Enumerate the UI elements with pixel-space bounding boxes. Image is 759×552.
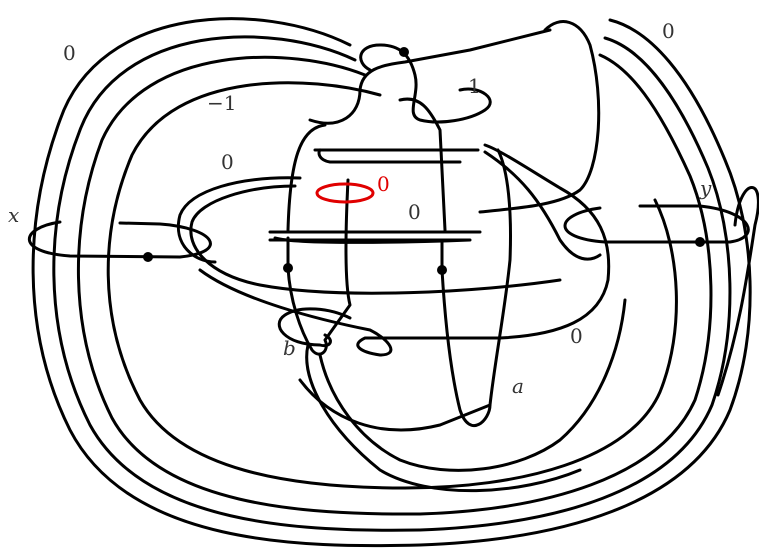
dot-y-node [695, 237, 705, 247]
vertical-ring-left [315, 150, 478, 162]
outer-loop-3 [78, 55, 711, 514]
label-one: 1 [468, 74, 481, 98]
lower-band-path [200, 145, 609, 355]
lower-band [200, 145, 609, 355]
label-lower-right-zero: 0 [570, 324, 583, 348]
inner-loop-4 [108, 83, 676, 488]
dot-x-node [143, 252, 153, 262]
red-meridian-ring [317, 184, 373, 202]
center-band-long [270, 232, 480, 242]
label-y: y [699, 176, 712, 200]
top-twist-c [400, 99, 445, 230]
label-top-right-zero: 0 [662, 19, 675, 43]
label-mid-left-zero: 0 [221, 150, 234, 174]
lower-cross-2 [300, 380, 490, 430]
outer-loops [33, 19, 750, 546]
center-band-tail [480, 22, 599, 212]
top-twist-d [288, 125, 325, 230]
dot-top-node [399, 47, 409, 57]
outer-loop-1 [33, 19, 750, 546]
center-band [178, 22, 598, 294]
label-center-zero: 0 [408, 200, 421, 224]
b-strand [288, 180, 350, 354]
label-a: a [512, 374, 524, 398]
label-minus-one: −1 [207, 91, 236, 115]
dot-a-node [437, 265, 447, 275]
label-x: x [8, 203, 19, 227]
label-b: b [283, 336, 296, 360]
dot-b-node [283, 263, 293, 273]
label-top-left-zero: 0 [63, 41, 76, 65]
red-component [317, 184, 373, 202]
label-red-zero: 0 [377, 172, 390, 196]
component-b [283, 180, 350, 354]
